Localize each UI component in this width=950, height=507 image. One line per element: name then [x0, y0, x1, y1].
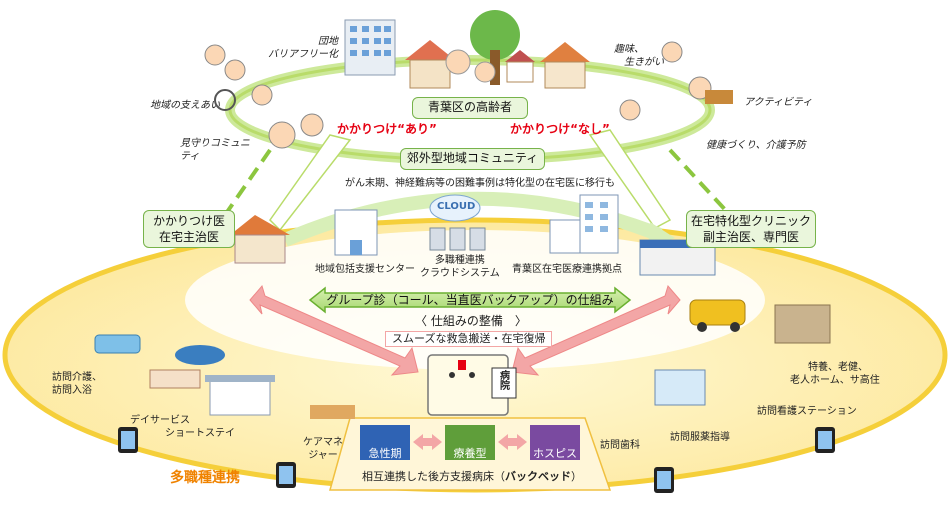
house-2 [544, 61, 586, 89]
base-building-2 [549, 219, 581, 254]
multi-profession-label: 多職種連携 [170, 470, 240, 486]
center-door [350, 240, 362, 255]
ward-acute-bg [360, 425, 410, 460]
danchi-windows [350, 26, 391, 56]
ward-hospice-bg [530, 425, 580, 460]
day-service-building [209, 379, 271, 416]
hobby-label: 趣味、 生きがい [614, 44, 664, 68]
danchi-label: 団地 バリアフリー化 [268, 36, 338, 60]
elderly-box: 青葉区の高齢者 [412, 97, 528, 119]
mechanism-label: 〈 仕組みの整備 〉 [415, 314, 527, 328]
tree-trunk [490, 50, 500, 85]
care-manager-desk [310, 405, 355, 419]
watch-community-label: 見守りコミュニ ティ [180, 138, 250, 162]
gp-clinic [234, 234, 286, 264]
transfer-note: がん末期、神経難病等の困難事例は特化型の在宅医に移行も [345, 178, 615, 189]
care-manager-label: ケアマネ ジャー [303, 437, 343, 461]
ward-arrow-1 [413, 434, 442, 450]
server-1 [429, 227, 446, 251]
gp-box: かかりつけ医 在宅主治医 [143, 210, 235, 248]
suburban-community-box: 郊外型地域コミュニティ [400, 148, 545, 170]
smooth-transport-label: スムーズな救急搬送・在宅復帰 [385, 331, 553, 347]
cloud-text: CLOUD [437, 201, 476, 212]
bed [149, 369, 201, 389]
bath-tub [94, 334, 141, 354]
house-3 [506, 61, 534, 83]
facilities-label: 特養、老健、 老人ホーム、サ高住 [790, 362, 880, 386]
kakaritsuke-nashi-label: かかりつけ“なし” [510, 122, 610, 136]
car-wheel-1 [697, 322, 707, 332]
group-practice-bar [308, 286, 632, 314]
ward-recovery-label: 療養型 [453, 447, 487, 460]
hospital-face-eye-1 [449, 372, 455, 378]
car [689, 299, 746, 326]
day-service-roof [205, 375, 275, 382]
health-label: 健康づくり、介護予防 [706, 140, 806, 151]
home-care-label: 訪問介護、 訪問入浴 [52, 372, 102, 396]
arrow-top-right [588, 129, 672, 229]
wheelchair-wheel [214, 89, 236, 111]
house-1-roof [405, 40, 455, 60]
hospital-face-eye-2 [469, 372, 475, 378]
blue-car [175, 345, 225, 365]
house-2-roof [540, 42, 590, 62]
kakaritsuke-ari-label: かかりつけ“あり” [337, 122, 437, 136]
dashed-connector-left [223, 148, 272, 217]
house-3-roof [505, 50, 535, 62]
backbed-label: 相互連携した後方支援病床（バックベッド） [362, 470, 582, 483]
house-1 [409, 59, 451, 89]
hospital-sign-text: 病院 [497, 370, 509, 390]
base-label: 青葉区在宅医療連携拠点 [512, 264, 622, 275]
nursing-label: 訪問看護ステーション [757, 406, 857, 417]
pink-arrow-left [249, 284, 419, 376]
gp-clinic-roof [230, 215, 290, 235]
group-practice-label: グループ診（コール、当直医バックアップ）の仕組み [326, 293, 614, 307]
ward-arrow-2 [498, 434, 527, 450]
pharmacy-label: 訪問服薬指導 [670, 432, 730, 443]
specialty-clinic-box: 在宅特化型クリニック 副主治医、専門医 [686, 210, 816, 248]
car-wheel-2 [730, 322, 740, 332]
specialty-clinic-band [640, 240, 715, 248]
cloud-shape [429, 194, 481, 222]
base-windows [585, 202, 608, 232]
nursing-home-building [774, 304, 831, 344]
vegetable-crate [705, 90, 733, 104]
dashed-connector-right [668, 148, 732, 217]
day-service-label: デイサービス ショートステイ [130, 415, 235, 439]
ward-acute-label: 急性期 [368, 447, 402, 460]
dental-label: 訪問歯科 [600, 440, 640, 451]
tablet-icons [118, 427, 835, 493]
ward-hospice-label: ホスピス [533, 447, 577, 460]
community-support-label: 地域の支えあい [150, 100, 220, 111]
community-center-label: 地域包括支援センター [315, 264, 415, 275]
cloud-system-label: 多職種連携 クラウドシステム [420, 255, 500, 279]
hospital-sign [491, 367, 517, 399]
ward-recovery-bg [445, 425, 495, 460]
hospital-cross [458, 360, 466, 370]
server-3 [469, 227, 486, 251]
tree-top [470, 10, 520, 60]
pharmacy-shelf [654, 369, 706, 406]
server-2 [449, 227, 466, 251]
activity-label: アクティビティ [744, 97, 813, 108]
